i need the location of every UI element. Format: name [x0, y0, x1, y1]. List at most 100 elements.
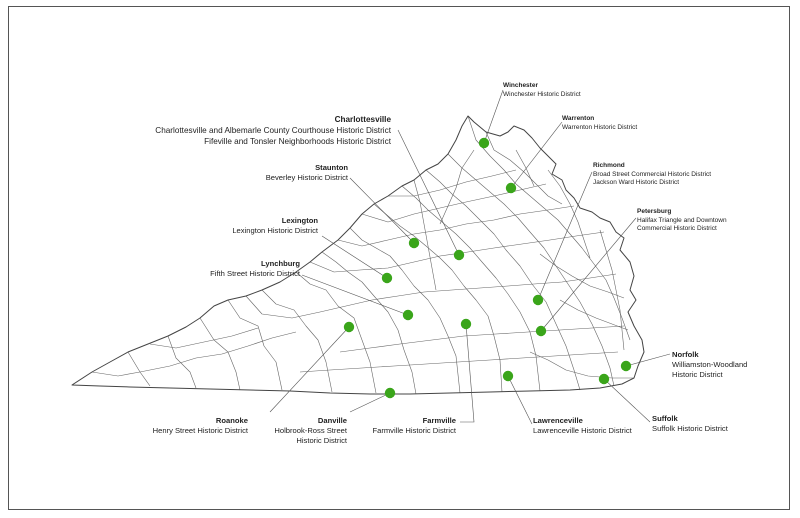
district-name: Beverley Historic District — [265, 173, 348, 182]
leader-line-roanoke — [269, 326, 350, 413]
county-line — [599, 229, 625, 351]
district-name: Fifeville and Tonsler Neighborhoods Hist… — [204, 137, 391, 146]
marker-farmville[interactable] — [460, 318, 472, 330]
city-name: Richmond — [593, 162, 625, 169]
county-line — [337, 205, 575, 247]
district-name: Charlottesville and Albemarle County Cou… — [155, 126, 391, 135]
county-line — [388, 169, 517, 197]
district-name: Broad Street Commercial Historic Distric… — [593, 170, 712, 178]
city-name: Lawrenceville — [533, 416, 583, 425]
city-name: Danville — [317, 416, 347, 425]
county-line — [349, 227, 461, 394]
city-name: Petersburg — [637, 208, 672, 215]
county-line — [149, 327, 259, 349]
county-line — [559, 299, 629, 331]
county-line — [299, 351, 619, 373]
label-lawrenceville: Lawrenceville Lawrenceville Historic Dis… — [533, 416, 632, 436]
label-charlottesville: Charlottesville Charlottesville and Albe… — [155, 114, 391, 147]
marker-suffolk[interactable] — [598, 373, 610, 385]
marker-warrenton[interactable] — [505, 182, 517, 194]
leader-line-lexington — [321, 235, 388, 279]
label-norfolk: Norfolk Williamston-Woodland Historic Di… — [672, 350, 747, 380]
county-line — [167, 335, 197, 389]
marker-roanoke[interactable] — [343, 321, 355, 333]
county-line — [321, 251, 417, 395]
marker-lynchburg[interactable] — [402, 309, 414, 321]
leader-lines — [269, 89, 671, 425]
marker-charlottesville[interactable] — [453, 249, 465, 261]
leader-line-staunton — [349, 177, 415, 244]
district-name: Fifth Street Historic District — [210, 269, 300, 278]
district-name: Historic District — [672, 370, 723, 379]
marker-richmond[interactable] — [532, 294, 544, 306]
leader-line-danville — [349, 392, 391, 413]
marker-winchester[interactable] — [478, 137, 490, 149]
city-name: Winchester — [503, 82, 538, 89]
city-name: Farmville — [422, 416, 456, 425]
label-richmond: Richmond Broad Street Commercial Histori… — [593, 162, 711, 188]
leader-line-winchester — [483, 89, 504, 144]
leader-line-farmville — [460, 323, 475, 423]
label-warrenton: Warrenton Warrenton Historic District — [562, 115, 637, 132]
district-name: Farmville Historic District — [372, 426, 456, 435]
county-line — [339, 325, 625, 353]
marker-lexington[interactable] — [381, 272, 393, 284]
county-line — [425, 169, 581, 391]
county-line — [199, 317, 241, 391]
county-line — [413, 179, 437, 291]
county-line — [467, 115, 631, 341]
marker-petersburg[interactable] — [535, 325, 547, 337]
label-lexington: Lexington Lexington Historic District — [232, 216, 318, 236]
city-name: Roanoke — [215, 416, 248, 425]
county-line — [227, 299, 283, 391]
label-staunton: Staunton Beverley Historic District — [266, 163, 348, 183]
leader-line-charlottesville — [397, 129, 460, 256]
state-outline — [71, 115, 645, 395]
leader-line-lawrenceville — [507, 375, 533, 425]
district-name: Lawrenceville Historic District — [533, 426, 632, 435]
marker-staunton[interactable] — [408, 237, 420, 249]
county-line — [515, 149, 535, 187]
label-petersburg: Petersburg Halifax Triangle and Downtown… — [637, 208, 727, 234]
city-name: Lynchburg — [261, 259, 300, 268]
label-suffolk: Suffolk Suffolk Historic District — [652, 414, 728, 434]
label-lynchburg: Lynchburg Fifth Street Historic District — [210, 259, 300, 279]
county-line — [439, 149, 475, 225]
county-line — [373, 203, 503, 393]
leader-line-suffolk — [603, 378, 651, 423]
county-line — [295, 271, 377, 394]
county-line — [447, 153, 615, 387]
county-line — [91, 331, 297, 377]
district-name: Commercial Historic District — [637, 225, 717, 232]
district-name: Warrenton Historic District — [562, 123, 638, 131]
city-name: Lexington — [281, 216, 318, 225]
city-name: Warrenton — [562, 115, 595, 122]
city-name: Charlottesville — [334, 115, 391, 124]
district-name: Suffolk Historic District — [652, 424, 728, 433]
county-boundaries — [91, 115, 634, 395]
label-farmville: Farmville Farmville Historic District — [372, 416, 456, 436]
county-line — [127, 351, 151, 387]
leader-line-warrenton — [510, 121, 563, 189]
marker-norfolk[interactable] — [620, 360, 632, 372]
county-line — [261, 289, 333, 393]
district-name: Jackson Ward Historic District — [593, 179, 680, 186]
city-name: Staunton — [315, 163, 348, 172]
leader-line-lynchburg — [301, 274, 409, 316]
label-danville: Danville Holbrook-Ross Street Historic D… — [274, 416, 347, 446]
district-name: Henry Street Historic District — [152, 426, 248, 435]
marker-lawrenceville[interactable] — [502, 370, 514, 382]
marker-danville[interactable] — [384, 387, 396, 399]
leader-line-norfolk — [625, 353, 671, 367]
leader-line-richmond — [537, 171, 593, 301]
county-line — [245, 273, 617, 319]
label-roanoke: Roanoke Henry Street Historic District — [153, 416, 248, 436]
district-name: Winchester Historic District — [503, 90, 581, 98]
city-name: Norfolk — [672, 350, 699, 359]
district-name: Historic District — [296, 436, 347, 445]
city-name: Suffolk — [652, 414, 678, 423]
leader-line-petersburg — [540, 217, 637, 332]
district-name: Williamston-Woodland — [672, 360, 748, 369]
county-line — [485, 131, 563, 205]
